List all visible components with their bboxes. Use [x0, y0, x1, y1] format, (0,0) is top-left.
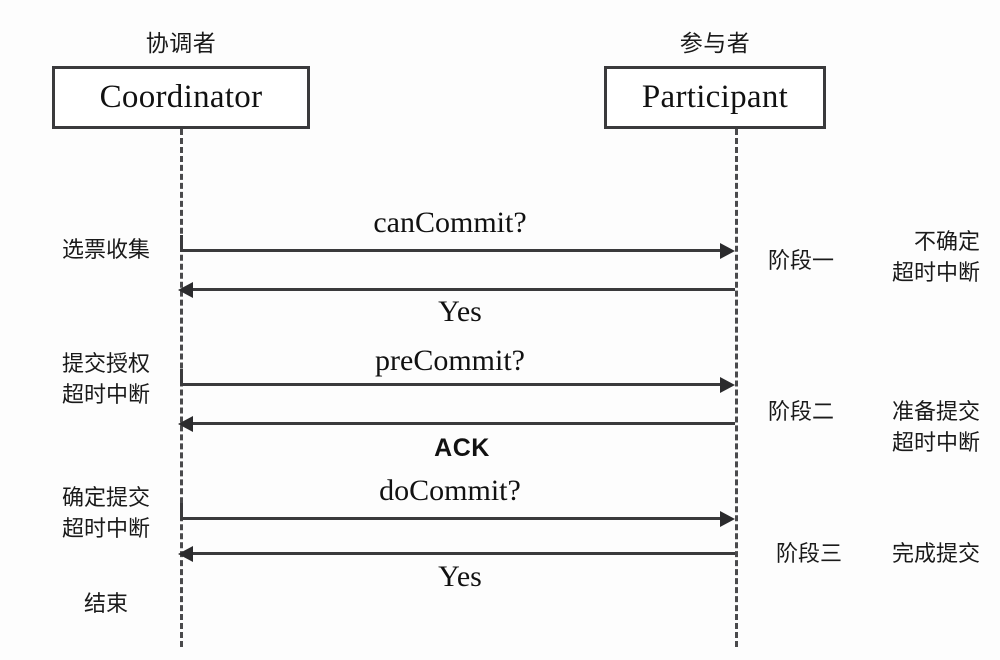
coordinator-label: Coordinator [99, 79, 263, 115]
message-label-yes-2: Yes [438, 560, 482, 593]
left-annotation-confirm-commit-line-1: 确定提交 [61, 485, 151, 510]
left-annotation-vote-collection: 选票收集 [62, 234, 150, 265]
left-annotation-end: 结束 [84, 588, 128, 619]
phase-two-state-2: 超时中断 [891, 430, 980, 456]
coordinator-box: Coordinator [52, 66, 310, 129]
participant-title-cn: 参与者 [679, 30, 751, 56]
coordinator-lifeline [180, 129, 183, 647]
arrow-head-ack [178, 416, 193, 432]
message-label-ack: ACK [434, 434, 490, 462]
participant-lifeline [735, 129, 738, 647]
phase-one-states: 不确定 超时中断 [892, 226, 980, 288]
phase-three-state-1: 完成提交 [891, 541, 980, 566]
phase-one-state-1: 不确定 [913, 229, 980, 254]
message-line-pre-commit [180, 383, 725, 386]
arrow-head-yes-1 [178, 282, 193, 298]
left-annotation-commit-auth-line-2: 超时中断 [61, 382, 151, 408]
left-annotation-confirm-commit: 确定提交 超时中断 [62, 482, 150, 544]
message-stub-pre-commit [180, 369, 183, 385]
phase-two-state-1: 准备提交 [891, 399, 980, 424]
message-label-do-commit: doCommit? [379, 474, 521, 507]
left-annotation-vote-collection-line-1: 选票收集 [61, 237, 151, 262]
message-stub-do-commit [180, 503, 183, 519]
message-stub-can-commit [180, 235, 183, 251]
left-annotation-end-line-1: 结束 [83, 591, 129, 616]
phase-three-name: 阶段三 [776, 541, 843, 566]
participant-label: Participant [641, 79, 789, 115]
phase-one-state-2: 超时中断 [891, 260, 980, 286]
message-line-do-commit [180, 517, 725, 520]
phase-three-states: 完成提交 [892, 538, 980, 569]
left-annotation-confirm-commit-line-2: 超时中断 [61, 516, 151, 542]
phase-two-name: 阶段二 [768, 399, 835, 424]
arrow-head-pre-commit [720, 377, 735, 393]
arrow-head-do-commit [720, 511, 735, 527]
coordinator-title-cn: 协调者 [145, 30, 217, 56]
left-annotation-commit-auth: 提交授权 超时中断 [62, 348, 150, 410]
participant-box: Participant [604, 66, 826, 129]
phase-one-name: 阶段一 [768, 248, 835, 273]
message-line-yes-2 [183, 552, 735, 555]
message-label-pre-commit: preCommit? [375, 344, 525, 377]
left-annotation-commit-auth-line-1: 提交授权 [61, 351, 151, 376]
arrow-head-can-commit [720, 243, 735, 259]
phase-two-states: 准备提交 超时中断 [892, 396, 980, 458]
message-line-ack [183, 422, 735, 425]
message-line-yes-1 [183, 288, 735, 291]
message-label-yes-1: Yes [438, 295, 482, 328]
message-label-can-commit: canCommit? [373, 206, 527, 239]
arrow-head-yes-2 [178, 546, 193, 562]
message-line-can-commit [180, 249, 725, 252]
